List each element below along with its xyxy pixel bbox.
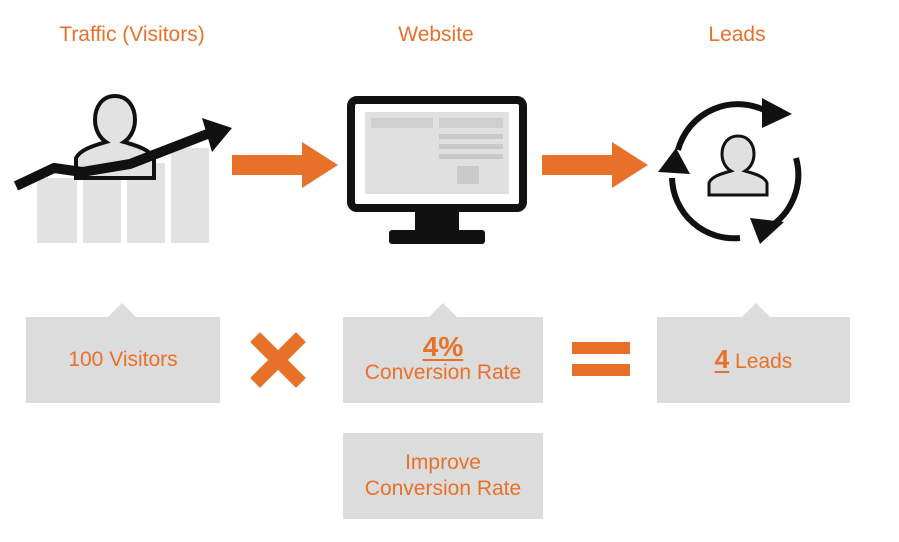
leads-heading: Leads (708, 23, 766, 46)
website-heading: Website (398, 23, 474, 46)
traffic-growth-icon (13, 93, 232, 243)
improve-line-1: Improve (405, 451, 481, 474)
improve-conversion-box: Improve Conversion Rate (343, 433, 543, 519)
improve-line-2: Conversion Rate (364, 477, 522, 500)
leads-label: Leads (735, 349, 793, 373)
leads-box-notch (742, 303, 770, 317)
website-monitor-icon (347, 96, 527, 244)
equals-icon (572, 342, 630, 376)
visitors-text: 100 Visitors (68, 348, 178, 371)
flow-arrow-right-2 (542, 142, 648, 188)
leads-number: 4 (714, 343, 730, 374)
conversion-box-notch (429, 303, 457, 317)
flow-arrow-right-1 (232, 142, 338, 188)
conversion-rate-value: 4% (422, 331, 464, 362)
traffic-heading: Traffic (Visitors) (59, 23, 205, 46)
leads-cycle-icon (658, 98, 802, 244)
visitors-box-notch (108, 303, 136, 317)
conversion-rate-box: 4% Conversion Rate (343, 317, 543, 403)
multiply-icon (250, 332, 306, 388)
conversion-rate-label: Conversion Rate (364, 361, 522, 384)
leads-box: 4 Leads (657, 317, 850, 403)
visitors-box: 100 Visitors (26, 317, 220, 403)
